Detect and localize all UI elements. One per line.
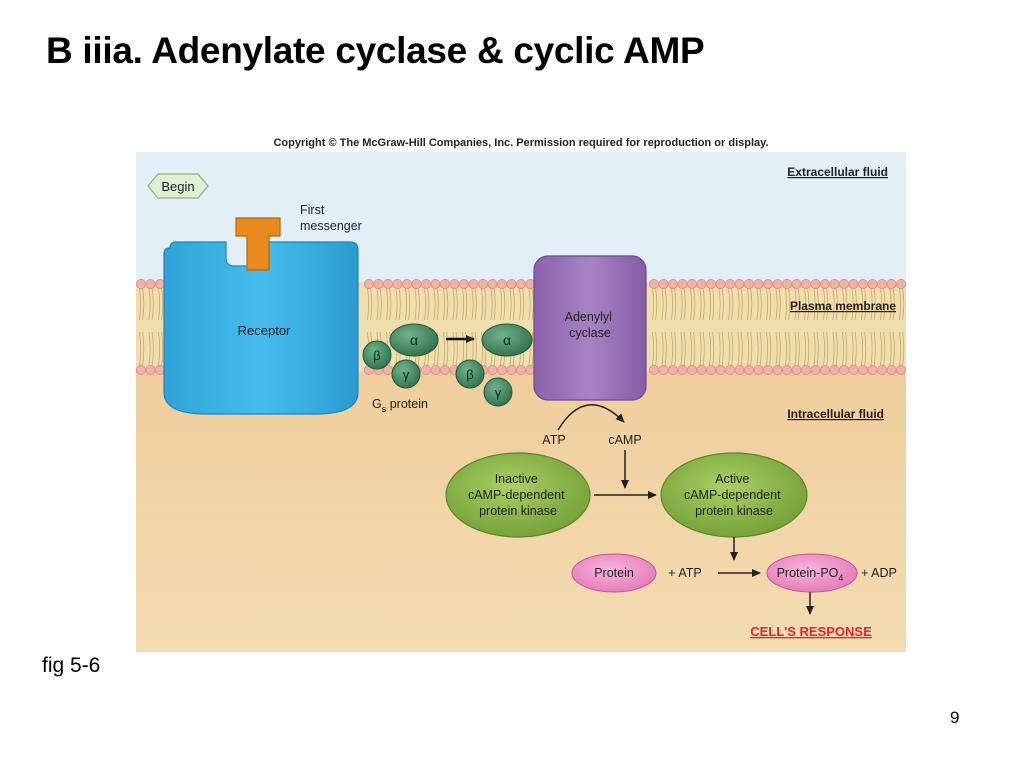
camp-label: cAMP <box>608 433 641 447</box>
intracellular-label: Intracellular fluid <box>787 407 884 421</box>
active-kinase-label: Active cAMP-dependent protein kinase <box>684 472 784 518</box>
inactive-kinase-label: Inactive cAMP-dependent protein kinase <box>468 472 568 518</box>
gamma-subunit-label: γ <box>403 367 410 382</box>
cells-response-label: CELL'S RESPONSE <box>750 624 872 639</box>
begin-label: Begin <box>161 179 194 194</box>
protein-po4-oval <box>766 553 858 593</box>
first-messenger-molecule <box>235 217 281 271</box>
atp-label: ATP <box>542 433 565 447</box>
adenylyl-cyclase-label: Adenylyl cyclase <box>565 310 616 340</box>
inactive-kinase <box>445 452 591 538</box>
alpha-subunit-label: α <box>410 332 418 348</box>
adenylyl-cyclase <box>533 255 647 401</box>
signaling-figure: Extracellular fluid Plasma membrane Intr… <box>136 152 907 652</box>
protein-label: Protein <box>594 566 634 580</box>
alpha-subunit-active-label: α <box>503 332 511 348</box>
copyright-notice: Copyright © The McGraw-Hill Companies, I… <box>273 137 769 149</box>
page-number: 9 <box>950 708 960 727</box>
g-protein-inactive: α β γ <box>362 323 439 389</box>
begin-tag: Begin <box>147 173 209 199</box>
receptor <box>163 241 359 415</box>
receptor-label: Receptor <box>238 323 291 338</box>
extracellular-label: Extracellular fluid <box>787 165 888 179</box>
figure-caption: fig 5-6 <box>42 654 101 677</box>
protein-oval <box>571 553 657 593</box>
beta-subunit-free-label: β <box>466 367 473 382</box>
plus-adp-label: + ADP <box>861 566 897 580</box>
atp-to-camp-arrow <box>557 404 625 431</box>
plasma-membrane-label: Plasma membrane <box>790 299 896 313</box>
first-messenger-label: First messenger <box>300 203 362 233</box>
signaling-diagram: Extracellular fluid Plasma membrane Intr… <box>136 152 907 652</box>
g-protein-activated: α β γ <box>455 323 533 407</box>
gamma-subunit-free-label: γ <box>495 385 502 400</box>
gs-protein-label: Gs protein <box>372 397 428 414</box>
protein-po4-label: Protein-PO4 <box>777 566 844 583</box>
plus-atp-label: + ATP <box>668 566 701 580</box>
slide-title: B iiia. Adenylate cyclase & cyclic AMP <box>46 30 705 71</box>
beta-subunit-label: β <box>373 348 380 363</box>
